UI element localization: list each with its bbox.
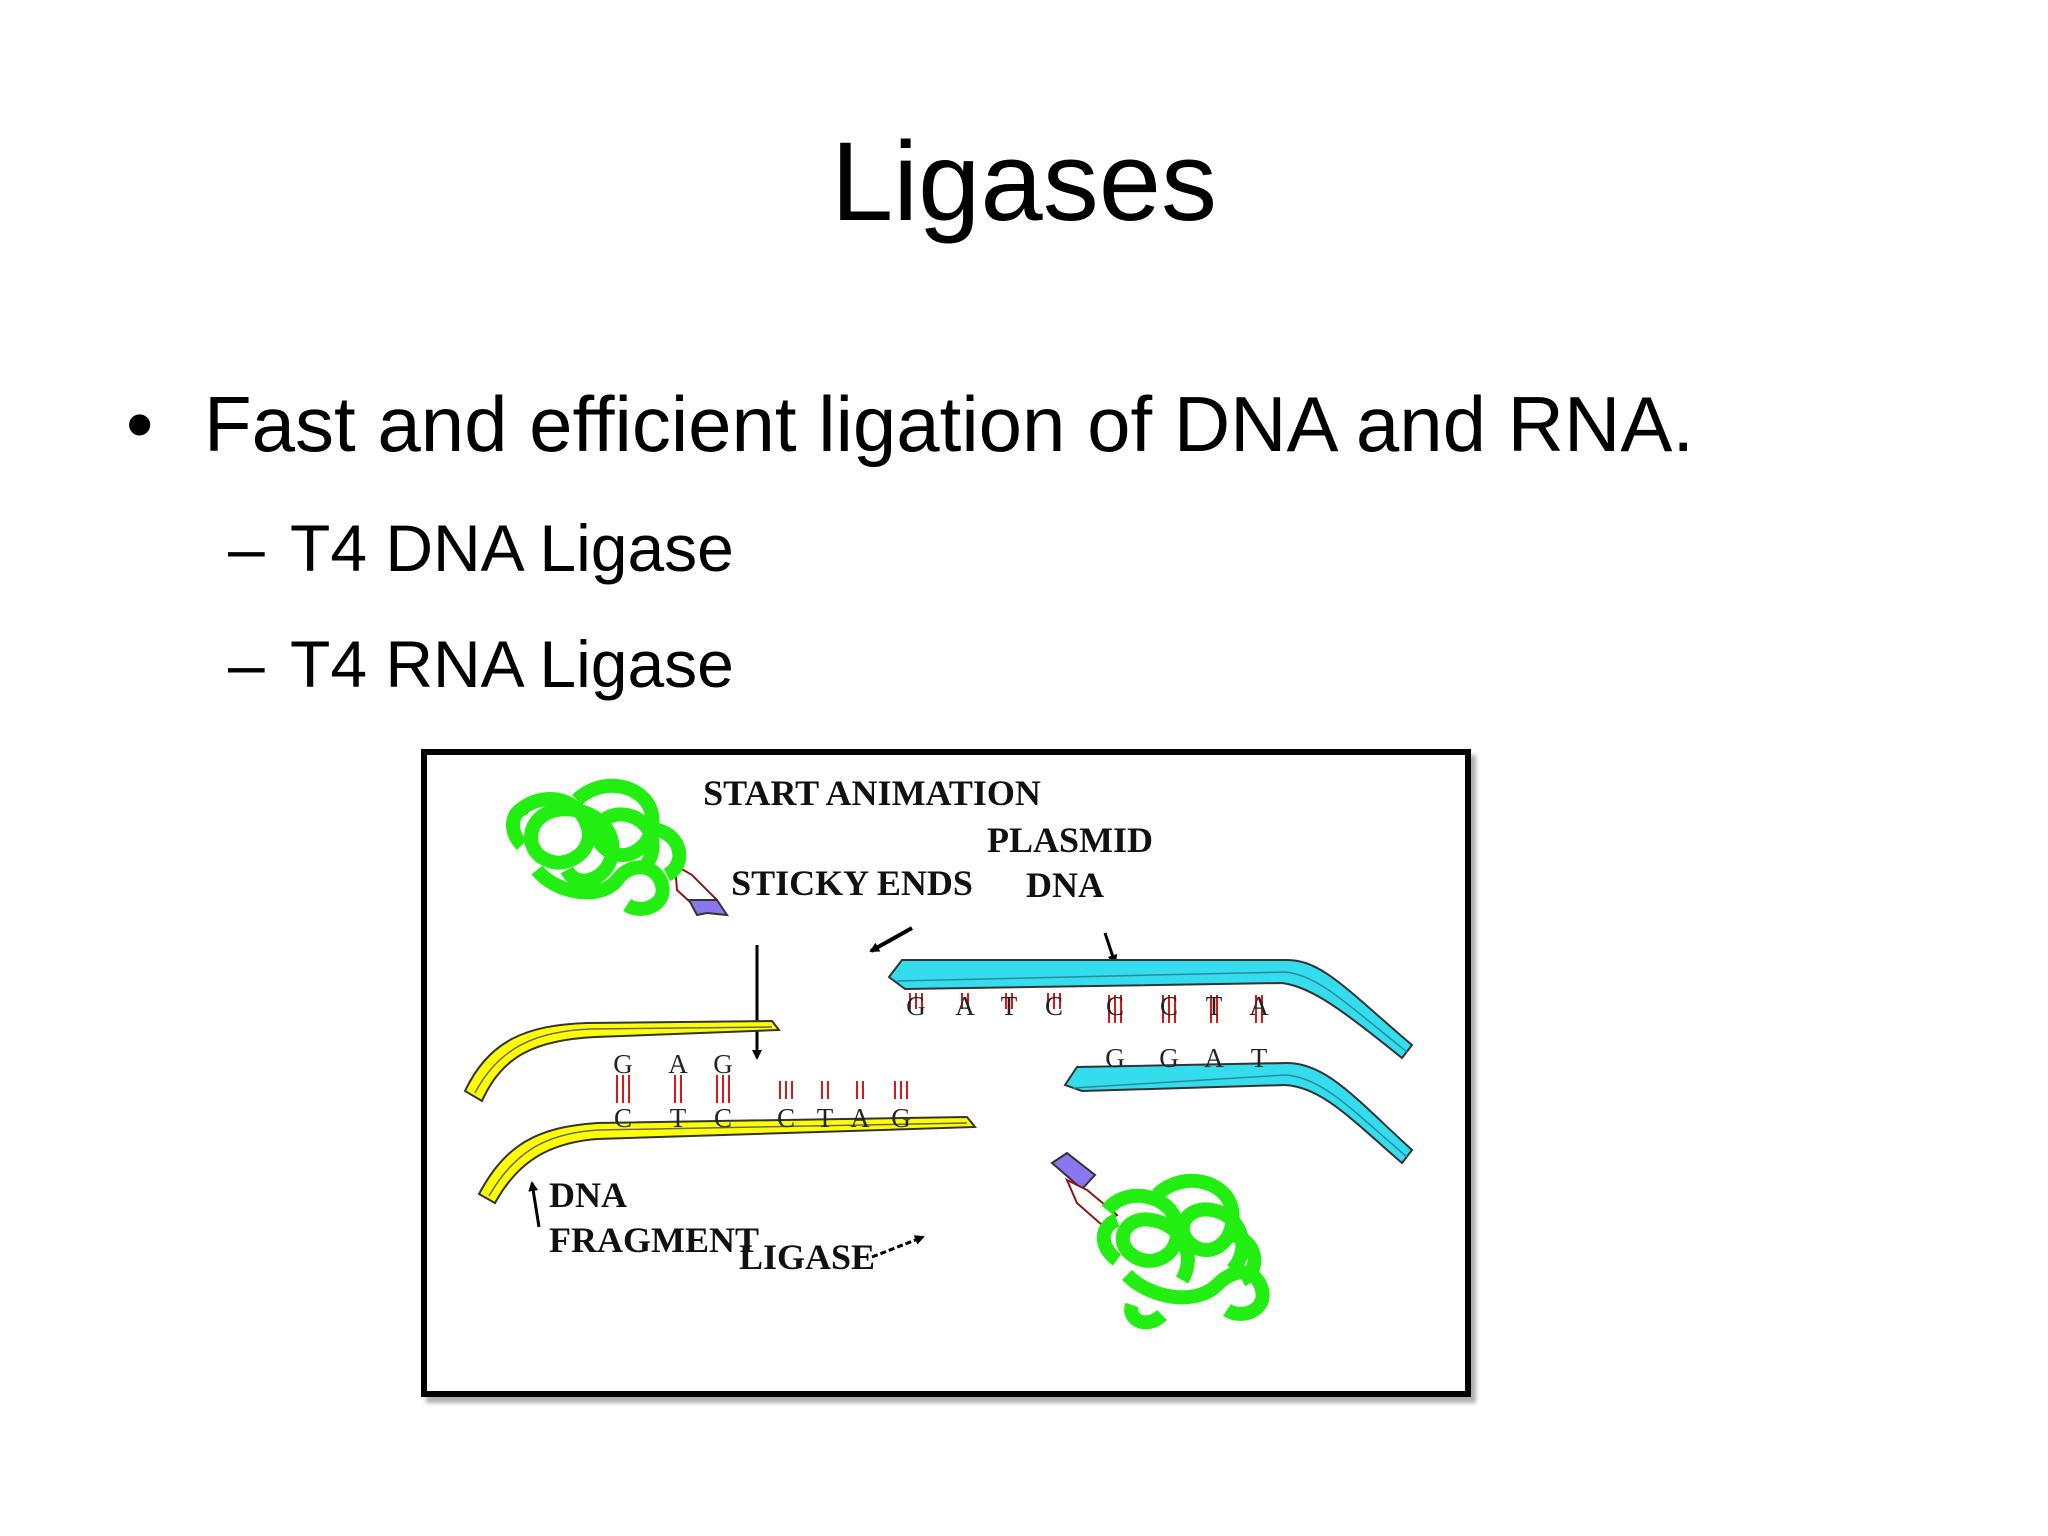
base-letter: T (1001, 991, 1018, 1021)
plasmid-dna-label-line1: PLASMID (987, 820, 1153, 860)
plasmid-top-strand (887, 959, 1414, 1060)
subitem-t4-rna-ligase: –T4 RNA Ligase (228, 628, 734, 701)
base-letter: T (817, 1103, 834, 1133)
base-letter: C (1160, 991, 1178, 1021)
plasmid-top-bases: G A T C C C T A (906, 991, 1269, 1021)
ligase-label: LIGASE (739, 1237, 875, 1277)
dna-fragment-arrow (528, 1181, 541, 1228)
base-letter: C (1045, 991, 1063, 1021)
base-letter: C (614, 1103, 632, 1133)
dna-fragment-label-line2: FRAGMENT (549, 1220, 759, 1260)
bullet-dot: • (126, 380, 154, 468)
base-letter: C (1106, 991, 1124, 1021)
subitem-text: T4 RNA Ligase (290, 627, 734, 701)
dna-fragment-bottom-strand (477, 1115, 978, 1205)
base-letter: A (1204, 1043, 1224, 1073)
dna-fragment-top-strand (463, 1019, 781, 1103)
base-letter: G (713, 1049, 733, 1079)
base-letter: T (670, 1103, 687, 1133)
base-letter: T (1251, 1043, 1268, 1073)
base-letter: T (1206, 991, 1223, 1021)
dna-fragment-label-line1: DNA (549, 1175, 627, 1215)
ligase-enzyme-bottom (1050, 1151, 1270, 1330)
ligation-diagram: START ANIMATION PLASMID DNA STICKY ENDS … (463, 773, 1414, 1330)
base-letter: G (1159, 1043, 1179, 1073)
sticky-ends-label: STICKY ENDS (731, 863, 973, 903)
base-letter: A (1249, 991, 1269, 1021)
sub-dash: – (228, 511, 265, 585)
slide-title: Ligases (830, 119, 1218, 244)
base-letter: C (777, 1103, 795, 1133)
base-letter: G (613, 1049, 633, 1079)
fragment-bottom-bases: C T C C T A G (614, 1103, 911, 1133)
plasmid-dna-arrow (1103, 932, 1118, 965)
sub-dash: – (228, 627, 265, 701)
ligase-enzyme-top (506, 778, 730, 917)
plasmid-dna-label-line2: DNA (1026, 865, 1104, 905)
base-letter: G (1105, 1043, 1125, 1073)
base-letter: A (668, 1049, 688, 1079)
base-letter: G (891, 1103, 911, 1133)
base-letter: G (906, 991, 926, 1021)
base-letter: C (714, 1103, 732, 1133)
base-letter: A (955, 991, 975, 1021)
ligase-animation-figure: START ANIMATION PLASMID DNA STICKY ENDS … (421, 749, 1471, 1397)
plasmid-bottom-strand (1063, 1061, 1414, 1165)
bullet-text: Fast and efficient ligation of DNA and R… (204, 380, 1695, 468)
ligase-arrow (871, 1235, 925, 1259)
fragment-top-bases: G A G (613, 1049, 733, 1079)
base-letter: A (850, 1103, 870, 1133)
subitem-t4-dna-ligase: –T4 DNA Ligase (228, 512, 734, 585)
subitem-text: T4 DNA Ligase (290, 511, 734, 585)
base-pair-bonds (616, 993, 1263, 1103)
plasmid-bottom-bases: G G A T (1105, 1043, 1268, 1073)
sticky-ends-pointer-arrow (869, 926, 913, 953)
bullet-main: • Fast and efficient ligation of DNA and … (126, 380, 1695, 468)
start-animation-label: START ANIMATION (703, 773, 1041, 813)
